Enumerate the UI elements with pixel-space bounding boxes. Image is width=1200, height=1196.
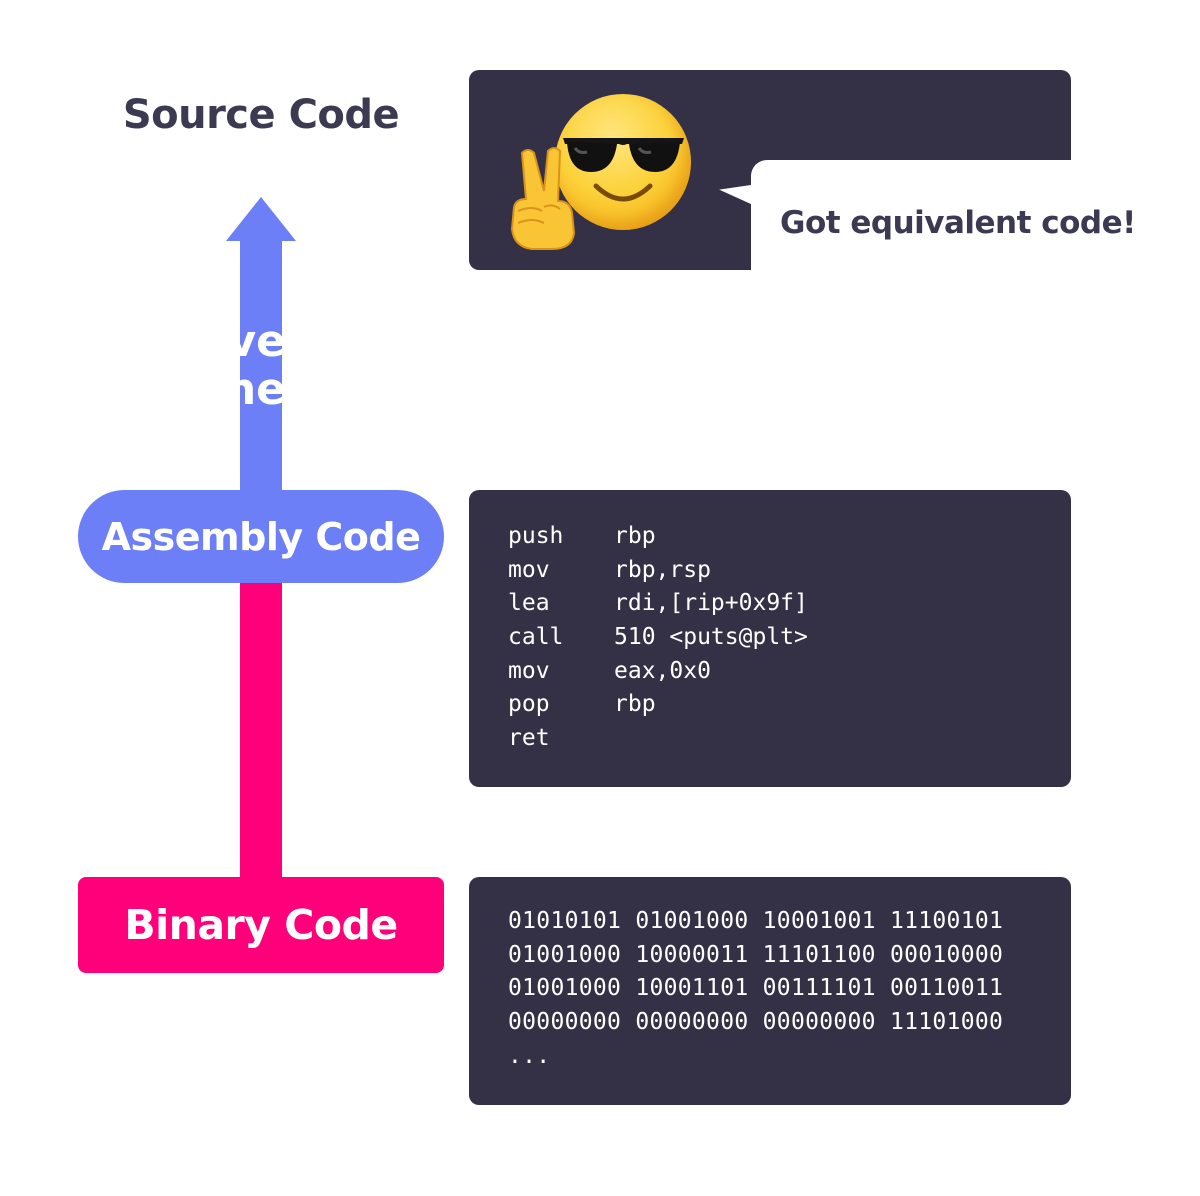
assembly-code-line: lea rdi,[rip+0x9f]: [508, 587, 808, 621]
binary-code-label-text: Binary Code: [124, 901, 398, 949]
binary-code-label: Binary Code: [78, 877, 444, 973]
binary-code-line: ...: [508, 1042, 551, 1069]
assembly-code-line: mov rbp,rsp: [508, 554, 808, 588]
assembly-operand: 510 <puts@plt>: [614, 624, 808, 651]
assembly-operand: rdi,[rip+0x9f]: [614, 590, 808, 617]
victory-hand-icon: [510, 147, 576, 250]
binary-code-line: 00000000 00000000 00000000 11101000: [508, 1009, 1004, 1036]
binary-code-line: 01001000 10001101 00111101 00110011: [508, 975, 1004, 1002]
assembly-code-block: push rbp mov rbp,rsp lea rdi,[rip+0x9f] call 51…: [508, 520, 808, 756]
assembly-opcode: mov: [508, 657, 550, 684]
assembly-code-line: pop rbp: [508, 688, 808, 722]
assembly-opcode: pop: [508, 691, 550, 718]
assembly-operand: rbp,rsp: [614, 556, 711, 583]
assembly-code-label-text: Assembly Code: [101, 514, 421, 559]
assembly-code-line: ret: [508, 722, 808, 756]
source-code-title: Source Code: [122, 92, 400, 138]
assembly-code-line: call 510 <puts@plt>: [508, 621, 808, 655]
assembly-opcode: mov: [508, 556, 550, 583]
assembly-code-label: Assembly Code: [78, 490, 444, 583]
speech-bubble-text: Got equivalent code!: [780, 205, 1136, 241]
assembly-operand: rbp: [614, 523, 656, 549]
arrow-shaft-pink: [240, 580, 282, 880]
arrow-label-line-1: ve: [227, 318, 282, 367]
binary-panel: [469, 877, 1071, 1105]
smile-icon: [593, 183, 653, 202]
sunglasses-icon: [563, 138, 684, 172]
assembly-operand: eax,0x0: [614, 657, 711, 684]
assembly-opcode: call: [508, 624, 564, 651]
binary-code-line: 01001000 10000011 11101100 00010000: [508, 941, 1004, 968]
assembly-code-line: push rbp: [508, 520, 808, 554]
assembly-code-line: mov eax,0x0: [508, 655, 808, 689]
assembly-opcode: ret: [508, 725, 550, 752]
binary-code-line: 01010101 01001000 10001001 11100101: [508, 908, 1004, 934]
assembly-panel: [469, 490, 1071, 787]
assembly-operand: rbp: [614, 691, 656, 718]
arrow-shaft-blue: [240, 232, 282, 500]
arrow-label-line-2: ne: [224, 364, 282, 415]
assembly-opcode: lea: [508, 590, 550, 617]
assembly-opcode: push: [508, 523, 564, 549]
binary-code-block: 01010101 01001000 10001001 11100101 01001…: [508, 905, 1003, 1073]
speech-bubble: [751, 160, 1200, 280]
arrow-label: ve ne: [190, 318, 282, 428]
